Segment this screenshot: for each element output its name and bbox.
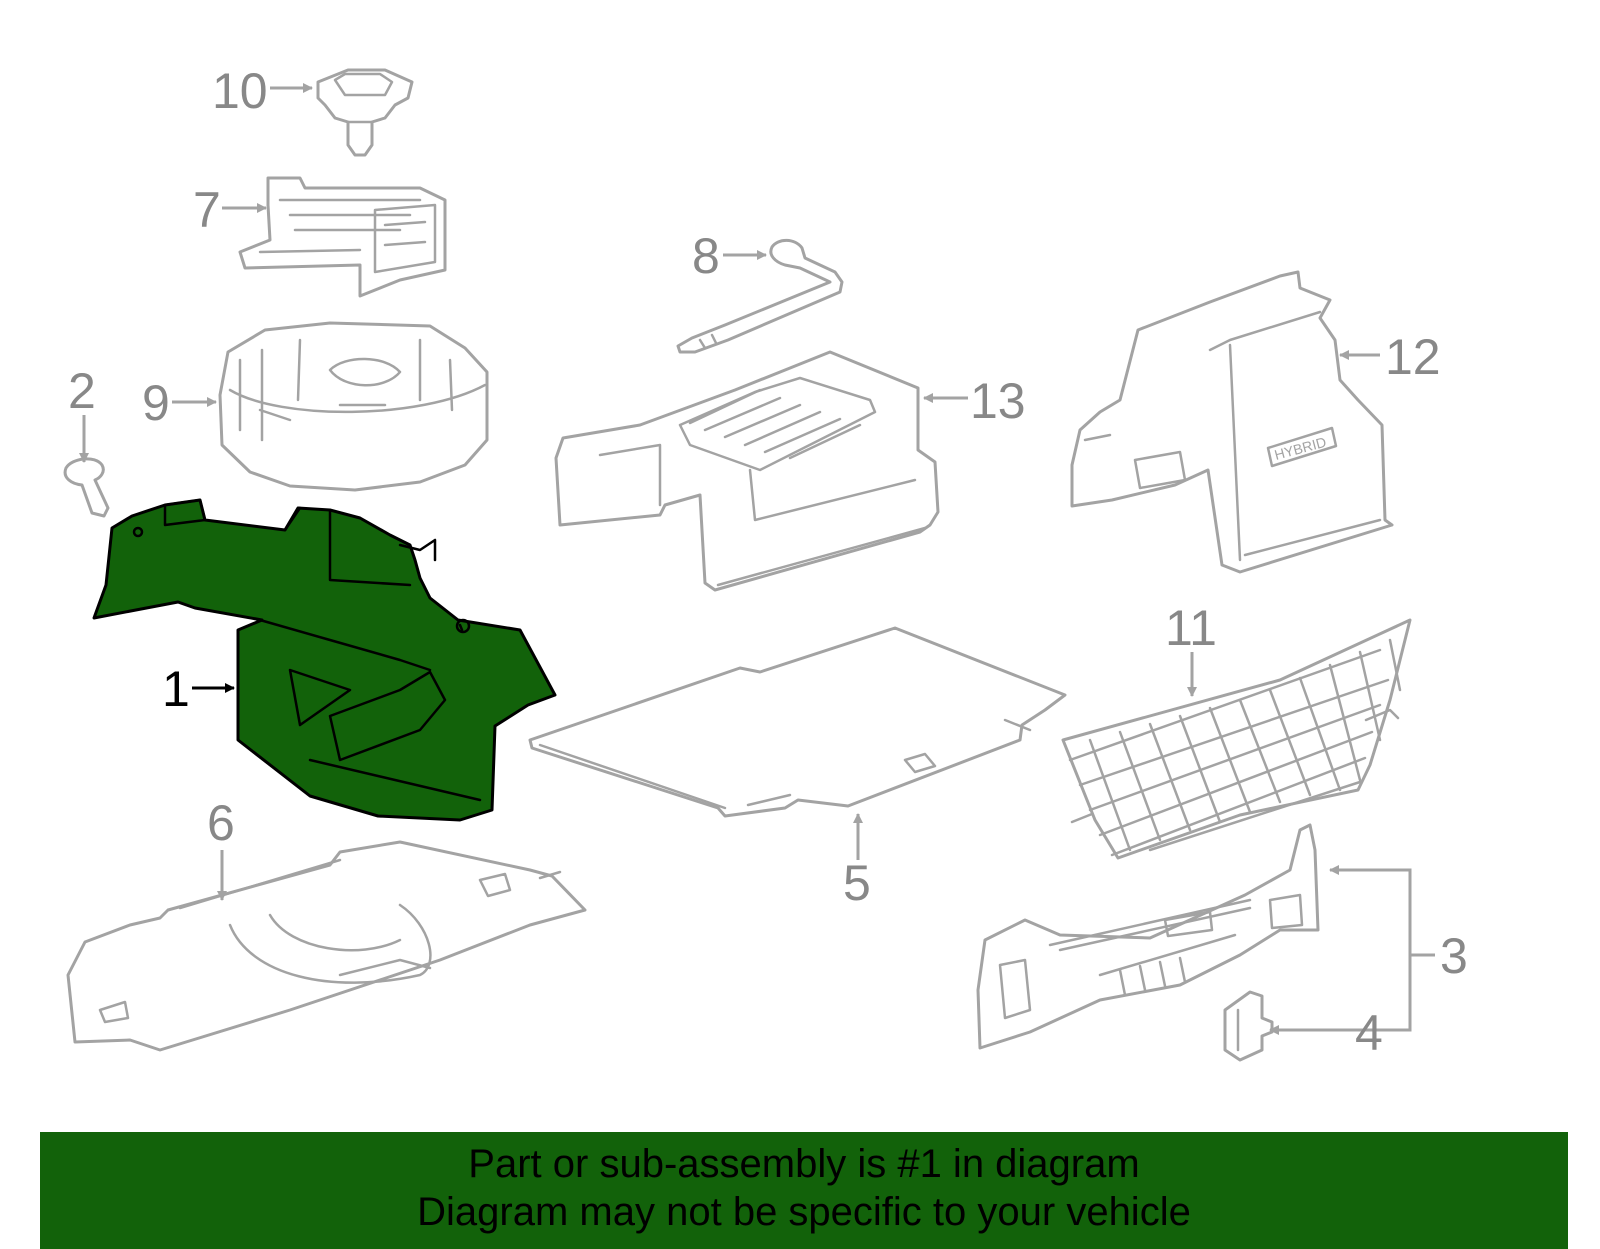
callout-13: 13 [970,373,1026,429]
part-3-sill-panel[interactable] [976,823,1320,1050]
part-10-cap[interactable] [316,68,414,157]
part-5-floor-mat[interactable] [528,626,1067,818]
callout-6: 6 [207,795,235,851]
part-7-jack[interactable] [238,176,447,298]
part-13-storage-bin[interactable] [554,350,940,592]
callout-11: 11 [1165,600,1217,656]
banner-line-2: Diagram may not be specific to your vehi… [417,1190,1191,1234]
callout-12: 12 [1385,329,1441,385]
banner-line-1: Part or sub-assembly is #1 in diagram [468,1142,1140,1186]
part-11-cargo-net[interactable] [1061,618,1412,860]
callout-5: 5 [843,855,871,911]
callout-10: 10 [212,63,268,119]
part-6-floor-panel[interactable] [66,840,587,1052]
part-1-trunk-liner[interactable] [92,498,557,822]
part-8-lug-wrench[interactable] [676,238,844,354]
callout-8: 8 [692,228,720,284]
callout-4: 4 [1355,1005,1383,1061]
part-12-side-trim-panel[interactable]: HYBRID [1070,270,1394,574]
callout-2: 2 [68,363,96,419]
callout-7: 7 [193,182,221,238]
callout-1: 1 [162,661,190,717]
callout-3: 3 [1440,928,1468,984]
callout-leaders [79,83,1435,1035]
part-2-push-pin[interactable] [63,457,110,518]
callout-9: 9 [142,375,170,431]
info-banner: Part or sub-assembly is #1 in diagram Di… [40,1132,1568,1249]
part-9-tire-tray[interactable] [218,321,489,492]
callout-labels: 10 7 9 2 8 13 12 11 1 6 5 3 4 [68,63,1468,1061]
part-4-clip[interactable] [1223,990,1274,1062]
